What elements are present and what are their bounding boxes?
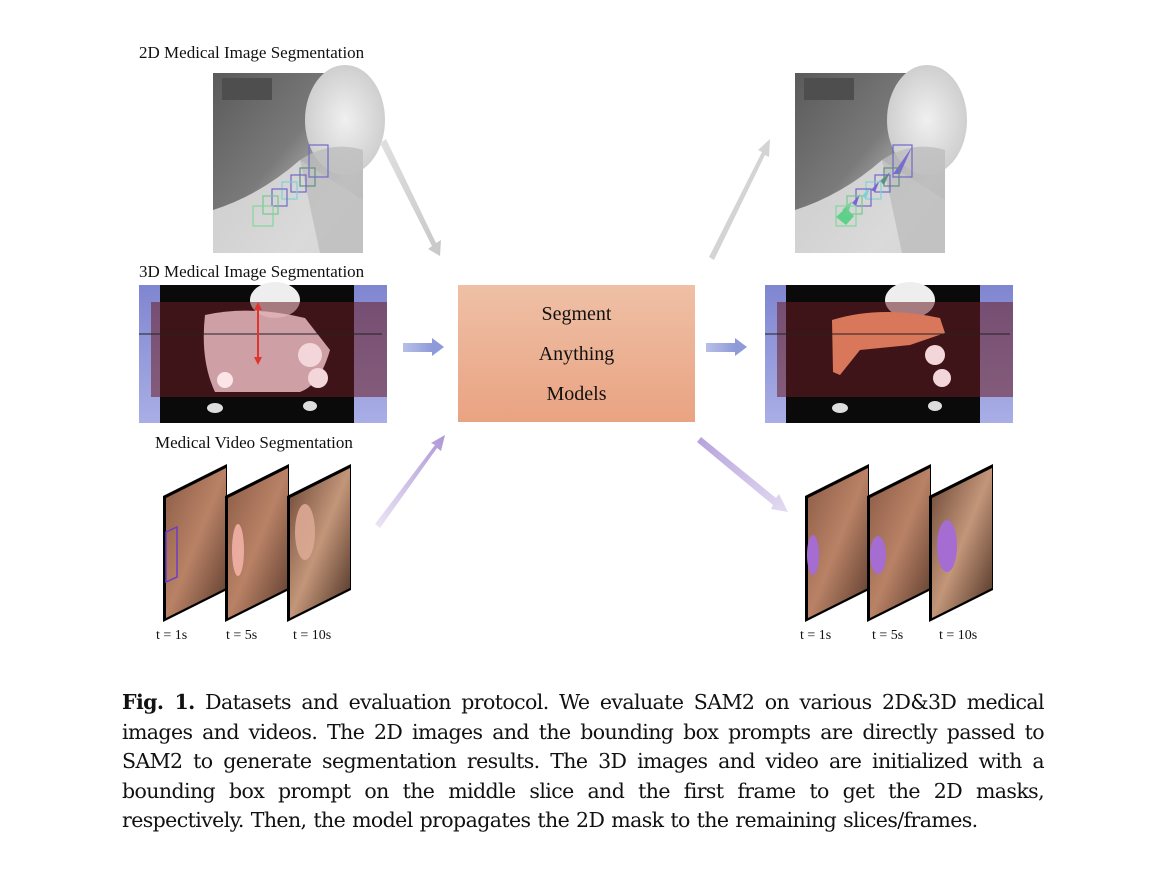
- video-frame-5s: [228, 468, 288, 618]
- time-label-right-5s: t = 5s: [872, 628, 904, 643]
- arrow-video-to-model: [375, 435, 445, 528]
- time-label-left-5s: t = 5s: [226, 628, 258, 643]
- model-label-line-1: Segment: [541, 302, 612, 325]
- slice-range-arrow: [254, 302, 262, 365]
- figure-caption: Fig. 1. Datasets and evaluation protocol…: [122, 688, 1045, 836]
- segmentation-masks-2d: [835, 144, 913, 227]
- video-frame-1s: [166, 468, 226, 618]
- caption-text: Datasets and evaluation protocol. We eva…: [122, 690, 1045, 833]
- video-input-frames: [163, 464, 351, 622]
- liver-mask: [832, 311, 945, 375]
- xray-input-image: [213, 65, 385, 253]
- arrow-model-to-video-result: [697, 437, 788, 512]
- arrow-2d-to-model: [380, 139, 441, 256]
- section-title-2d: 2D Medical Image Segmentation: [139, 43, 365, 62]
- model-label-line-3: Models: [546, 382, 607, 405]
- arrow-3d-to-model: [403, 338, 444, 356]
- time-label-left-10s: t = 10s: [293, 628, 332, 643]
- ct-input-image: [139, 282, 387, 423]
- ct-result-image: [765, 282, 1013, 423]
- section-title-3d: 3D Medical Image Segmentation: [139, 262, 365, 281]
- model-label-line-2: Anything: [538, 342, 615, 365]
- time-label-right-1s: t = 1s: [800, 628, 832, 643]
- section-title-video: Medical Video Segmentation: [155, 433, 353, 452]
- time-label-left-1s: t = 1s: [156, 628, 188, 643]
- xray-result-image: [795, 65, 967, 253]
- bounding-box-prompts: [252, 144, 329, 227]
- figure-canvas: [139, 65, 1013, 622]
- caption-label: Fig. 1.: [122, 690, 195, 714]
- segment-anything-models-box: Segment Anything Models: [458, 285, 695, 422]
- time-label-right-10s: t = 10s: [939, 628, 978, 643]
- arrow-model-to-3d-result: [706, 338, 747, 356]
- frame-bounding-box: [165, 525, 178, 584]
- video-result-frames: [805, 464, 993, 622]
- arrow-model-to-2d-result: [709, 139, 770, 260]
